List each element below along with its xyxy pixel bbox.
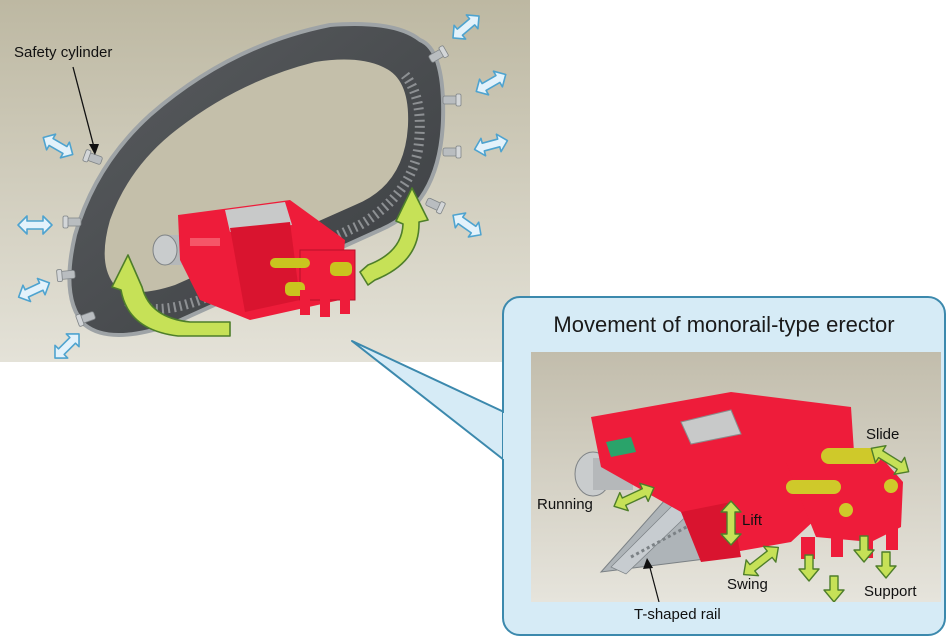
label-safety-cylinder: Safety cylinder — [14, 44, 113, 61]
rail-pointer — [643, 558, 653, 569]
inset-erector-illustration — [531, 352, 941, 602]
label-swing: Swing — [727, 576, 768, 593]
callout-title: Movement of monorail-type erector — [553, 312, 895, 337]
label-running: Running — [537, 496, 593, 513]
label-t-shaped-rail: T-shaped rail — [634, 606, 721, 623]
safety-cylinder-leader — [72, 66, 96, 152]
label-support: Support — [864, 583, 917, 600]
main-scene-illustration — [0, 0, 530, 362]
rail-leader — [648, 563, 660, 602]
label-lift: Lift — [742, 512, 763, 529]
rotation-arrows — [111, 187, 429, 337]
monorail-erector-main — [152, 200, 356, 320]
safety-cylinder-pointer — [89, 144, 99, 155]
monorail-erector-detail — [574, 392, 903, 562]
label-slide: Slide — [866, 426, 900, 443]
callout-seam-mask — [503, 413, 509, 459]
